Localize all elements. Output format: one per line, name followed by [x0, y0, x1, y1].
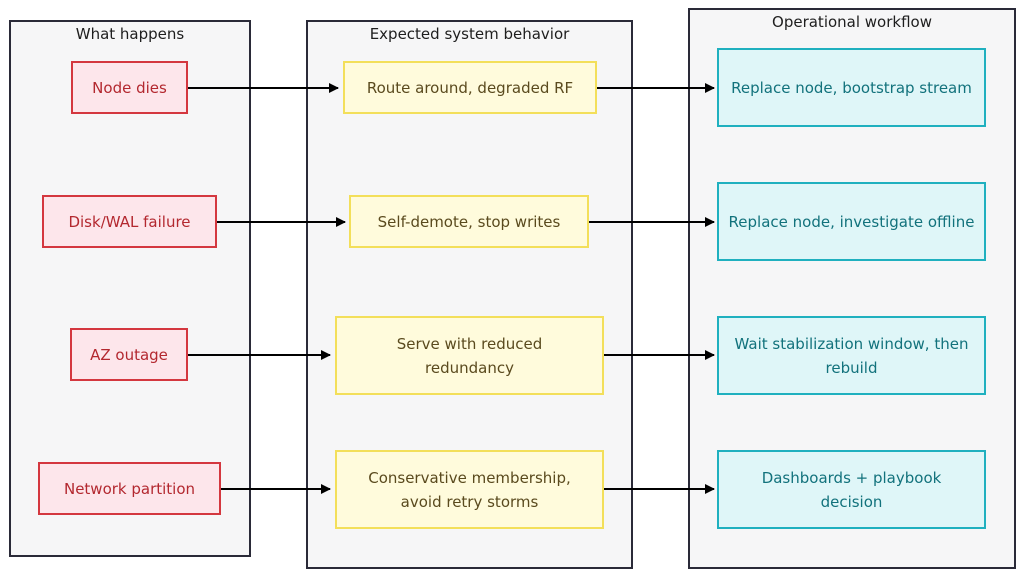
behavior-route-around: Route around, degraded RF	[343, 61, 597, 114]
lane-title-operational-workflow: Operational workflow	[772, 13, 932, 31]
action-replace-node-bootstrap: Replace node, bootstrap stream	[717, 48, 986, 127]
event-node-dies: Node dies	[71, 61, 188, 114]
event-disk-wal-failure: Disk/WAL failure	[42, 195, 217, 248]
event-az-outage: AZ outage	[70, 328, 188, 381]
behavior-serve-reduced-redundancy: Serve with reduced redundancy	[335, 316, 604, 395]
behavior-self-demote: Self-demote, stop writes	[349, 195, 589, 248]
action-replace-node-investigate: Replace node, investigate offline	[717, 182, 986, 261]
behavior-conservative-membership: Conservative membership, avoid retry sto…	[335, 450, 604, 529]
action-wait-stabilization: Wait stabilization window, then rebuild	[717, 316, 986, 395]
lane-title-expected-behavior: Expected system behavior	[369, 25, 570, 43]
lane-title-what-happens: What happens	[75, 25, 185, 43]
event-network-partition: Network partition	[38, 462, 221, 515]
action-dashboards-playbook: Dashboards + playbook decision	[717, 450, 986, 529]
